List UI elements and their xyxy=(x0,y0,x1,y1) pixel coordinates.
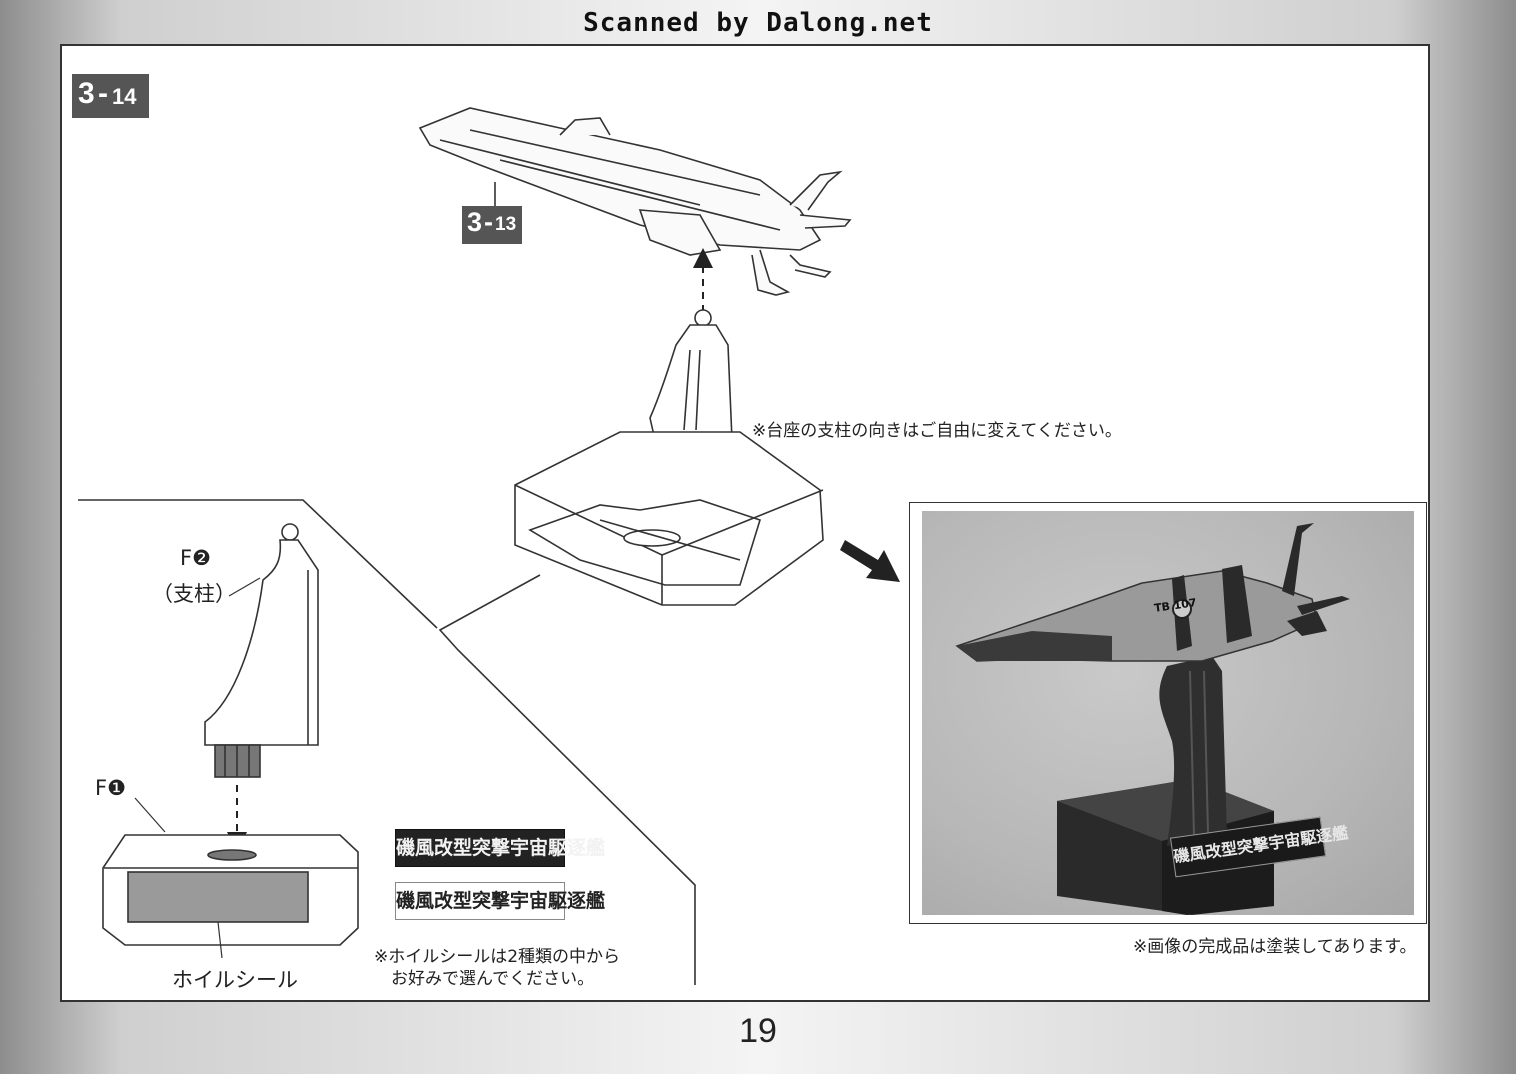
part-f1-code: F❶ xyxy=(95,776,126,800)
step-badge-current: 3 - 14 xyxy=(72,74,149,118)
to-photo-arrow xyxy=(840,540,900,582)
finished-model-photo: TB 107 磯風改型突撃宇宙駆逐艦 xyxy=(909,502,1427,924)
pillar-f2-drawing xyxy=(204,523,319,778)
scan-credit: Scanned by Dalong.net xyxy=(583,8,933,38)
photo-painted-note: ※画像の完成品は塗装してあります。 xyxy=(1133,937,1417,957)
base-f1-drawing xyxy=(102,797,359,959)
foil-choice-note-line2: お好みで選んでください。 xyxy=(391,969,595,989)
foil-choice-note-line1: ※ホイルシールは2種類の中から xyxy=(374,947,621,967)
nameplate-light: 磯風改型突撃宇宙駆逐艦 xyxy=(395,882,605,920)
pillar-orientation-note: ※台座の支柱の向きはご自由に変えてください。 xyxy=(752,421,1122,441)
page-number: 19 xyxy=(739,1012,777,1050)
assembled-stand-drawing xyxy=(514,309,824,606)
nameplate-dark: 磯風改型突撃宇宙駆逐艦 xyxy=(395,829,605,867)
step-badge-reference: 3 - 13 xyxy=(462,206,522,244)
destroyer-ship-drawing xyxy=(418,107,852,296)
foil-seal-label: ホイルシール xyxy=(172,968,298,992)
finished-model-render xyxy=(955,523,1350,915)
part-f2-name: （支柱） xyxy=(152,582,236,606)
callout-line xyxy=(438,574,696,985)
part-f2-code: F❷ xyxy=(180,546,211,570)
